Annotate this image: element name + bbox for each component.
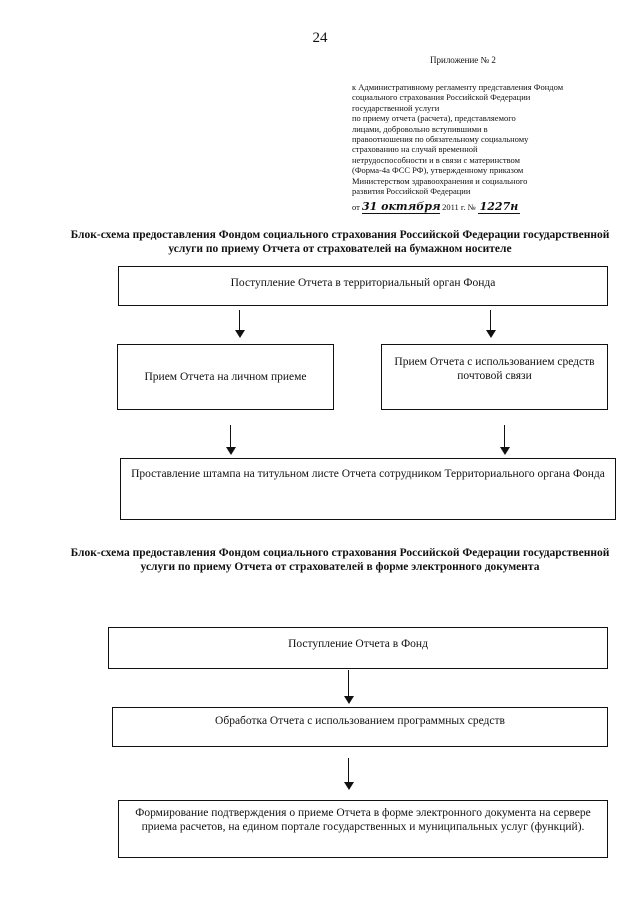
flowchart1-box-postal: Прием Отчета с использованием средств по… (381, 344, 608, 410)
arrow-down-icon (344, 758, 354, 790)
from-label: от (352, 202, 360, 212)
year-text: 2011 г. № (442, 202, 476, 212)
page-number: 24 (312, 30, 328, 46)
appendix-line: Министерством здравоохранения и социальн… (352, 175, 528, 186)
appendix-line: по приему отчета (расчета), представляем… (352, 113, 516, 124)
flowchart2-box-processing: Обработка Отчета с использованием програ… (112, 707, 608, 747)
arrow-down-icon (486, 310, 496, 338)
arrow-down-icon (500, 425, 510, 455)
appendix-line: страхованию на случай временной (352, 144, 478, 155)
flowchart1-box-stamp: Проставление штампа на титульном листе О… (120, 458, 616, 520)
order-date-line: от 31 октября 2011 г. № 1227н (352, 200, 520, 214)
flowchart1-box-receipt: Поступление Отчета в территориальный орг… (118, 266, 608, 306)
appendix-line: нетрудоспособности и в связи с материнст… (352, 154, 521, 165)
appendix-line: развития Российской Федерации (352, 186, 471, 197)
appendix-line: государственной услуги (352, 102, 440, 113)
handwritten-number: 1227н (477, 200, 520, 214)
appendix-line: лицами, добровольно вступившими в (352, 123, 488, 134)
appendix-line: социального страхования Российской Федер… (352, 92, 531, 103)
appendix-title: Приложение № 2 (430, 55, 496, 65)
appendix-line: к Административному регламенту представл… (352, 82, 564, 92)
flowchart2-box-confirmation: Формирование подтверждения о приеме Отче… (118, 800, 608, 858)
arrow-down-icon (235, 310, 245, 338)
appendix-text: к Административному регламенту представл… (352, 82, 607, 196)
flowchart2-box-receipt: Поступление Отчета в Фонд (108, 627, 608, 669)
arrow-down-icon (226, 425, 236, 455)
flowchart2-heading: Блок-схема предоставления Фондом социаль… (70, 547, 610, 573)
arrow-down-icon (344, 670, 354, 704)
appendix-line: правоотношения по обязательному социальн… (352, 134, 529, 145)
flowchart1-box-personal: Прием Отчета на личном приеме (117, 344, 334, 410)
handwritten-date: 31 октября (361, 200, 441, 214)
flowchart1-heading: Блок-схема предоставления Фондом социаль… (70, 229, 610, 255)
appendix-line: (Форма-4а ФСС РФ), утвержденному приказо… (352, 165, 524, 176)
